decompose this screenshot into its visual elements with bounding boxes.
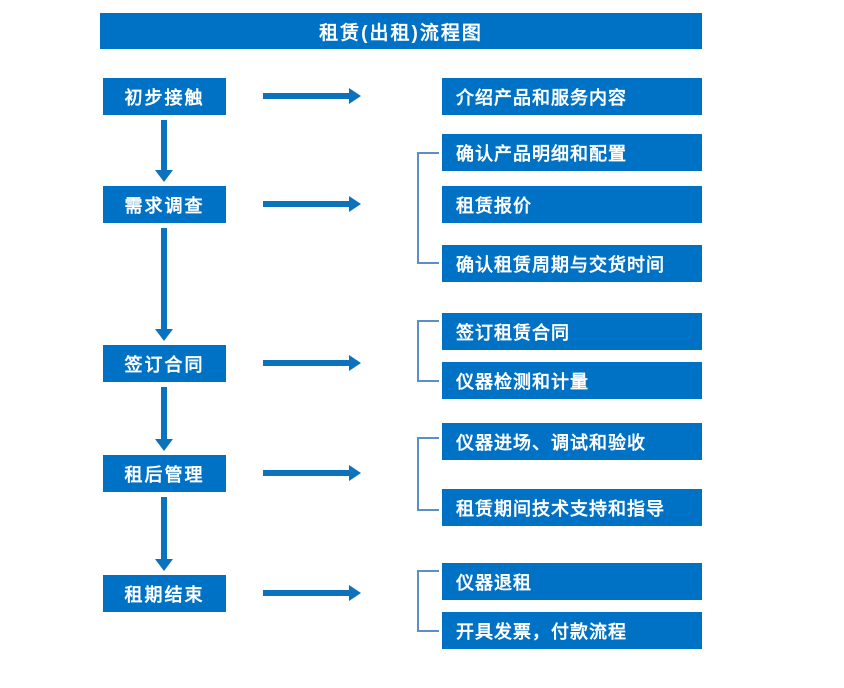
detail-box-6[interactable]: 仪器检测和计量 [442, 362, 702, 399]
detail-label-2: 确认产品明细和配置 [456, 143, 627, 164]
detail-box-9[interactable]: 仪器退租 [442, 563, 702, 600]
right-arrow-icon-3 [263, 352, 361, 374]
detail-label-3: 租赁报价 [456, 195, 532, 216]
detail-box-4[interactable]: 确认租赁周期与交货时间 [442, 245, 702, 282]
detail-box-8[interactable]: 租赁期间技术支持和指导 [442, 489, 702, 526]
detail-box-5[interactable]: 签订租赁合同 [442, 313, 702, 350]
stage-box-4[interactable]: 租后管理 [103, 455, 226, 492]
detail-label-7: 仪器进场、调试和验收 [456, 432, 646, 453]
right-arrow-icon-2 [263, 193, 361, 215]
stage-label-1: 初步接触 [124, 87, 205, 108]
stage-box-3[interactable]: 签订合同 [103, 345, 226, 382]
bracket-connector-4 [417, 437, 439, 511]
bracket-connector-5 [417, 570, 439, 632]
down-arrow-icon-2 [153, 228, 175, 341]
down-arrow-icon-4 [153, 497, 175, 571]
right-arrow-icon-4 [263, 462, 361, 484]
stage-label-3: 签订合同 [124, 354, 205, 375]
stage-label-5: 租期结束 [124, 584, 205, 605]
detail-box-7[interactable]: 仪器进场、调试和验收 [442, 423, 702, 460]
detail-label-6: 仪器检测和计量 [456, 371, 589, 392]
detail-box-3[interactable]: 租赁报价 [442, 186, 702, 223]
stage-label-2: 需求调查 [124, 195, 205, 216]
detail-box-1[interactable]: 介绍产品和服务内容 [442, 78, 702, 115]
down-arrow-icon-1 [153, 120, 175, 182]
detail-label-9: 仪器退租 [456, 572, 532, 593]
detail-box-10[interactable]: 开具发票，付款流程 [442, 612, 702, 649]
detail-label-10: 开具发票，付款流程 [456, 621, 627, 642]
right-arrow-icon-1 [263, 85, 361, 107]
bracket-connector-2 [417, 152, 439, 264]
detail-box-2[interactable]: 确认产品明细和配置 [442, 134, 702, 171]
detail-label-8: 租赁期间技术支持和指导 [456, 498, 665, 519]
stage-box-2[interactable]: 需求调查 [103, 186, 226, 223]
diagram-title-bar: 租赁(出租)流程图 [100, 13, 702, 49]
detail-label-5: 签订租赁合同 [456, 322, 570, 343]
detail-label-4: 确认租赁周期与交货时间 [456, 254, 665, 275]
detail-label-1: 介绍产品和服务内容 [456, 87, 627, 108]
stage-box-1[interactable]: 初步接触 [103, 78, 226, 115]
stage-box-5[interactable]: 租期结束 [103, 575, 226, 612]
bracket-connector-3 [417, 320, 439, 382]
page-title: 租赁(出租)流程图 [319, 22, 483, 44]
down-arrow-icon-3 [153, 387, 175, 451]
stage-label-4: 租后管理 [124, 464, 205, 485]
right-arrow-icon-5 [263, 582, 361, 604]
